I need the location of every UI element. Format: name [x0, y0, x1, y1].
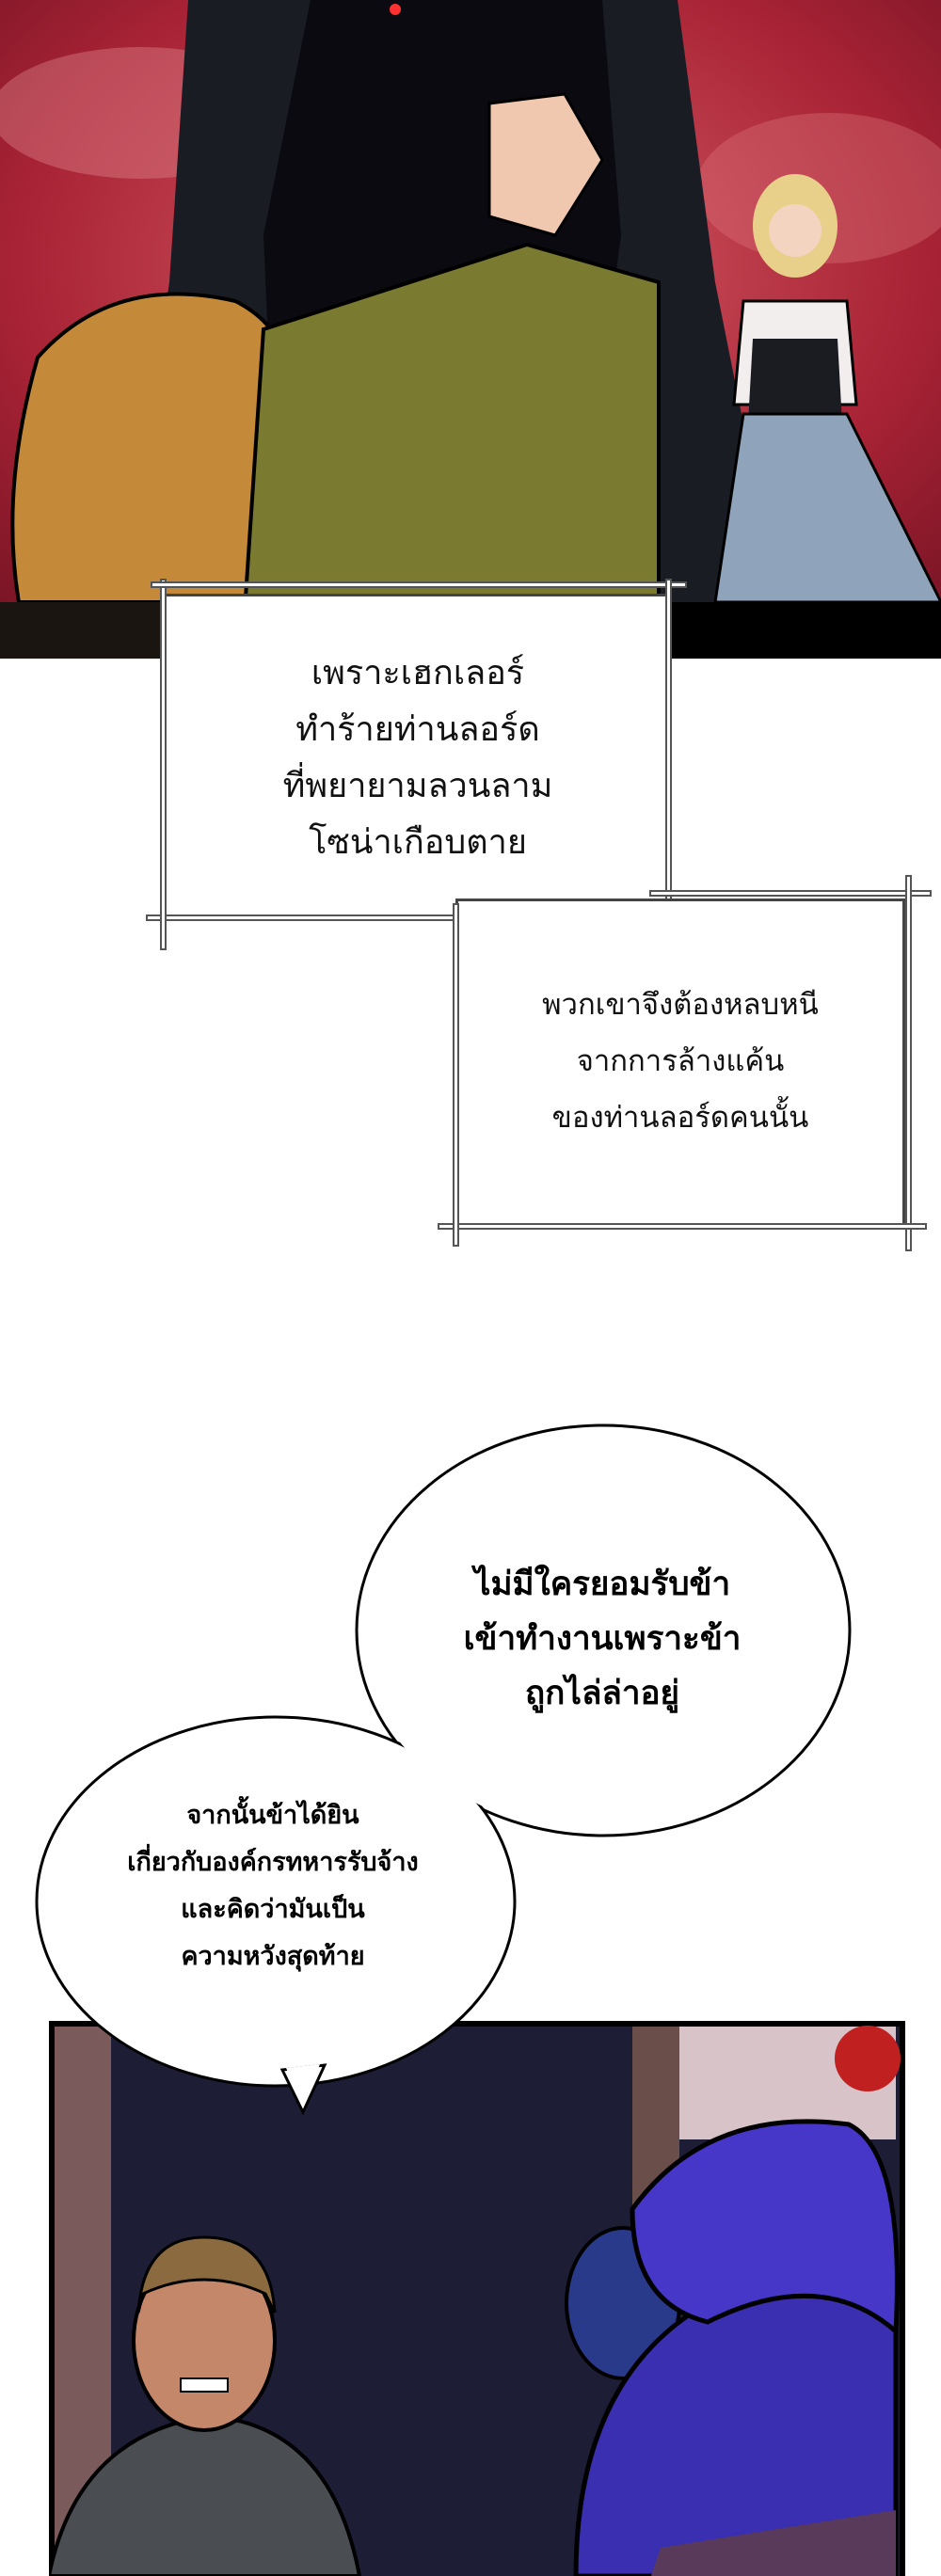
narration-box-2: พวกเขาจึงต้องหลบหนี จากการล้างแค้น ของท่… — [455, 898, 905, 1226]
frame-line — [905, 875, 912, 1251]
caption-line: โซน่าเกือบตาย — [309, 823, 527, 862]
speech-text-right: ไม่มีใครยอมรับข้า เข้าทำงานเพราะข้า ถูกไ… — [395, 1557, 809, 1721]
caption-line: ที่พยายามลวนลาม — [282, 767, 553, 805]
frame-line — [453, 903, 459, 1247]
frame-line — [438, 1223, 927, 1230]
frame-line — [649, 890, 932, 897]
speech-line: ถูกไล่ล่าอยู่ — [524, 1675, 680, 1712]
frame-line — [151, 581, 687, 588]
narration-box-1: เพราะเฮกเลอร์ ทำร้ายท่านลอร์ด ที่พยายามล… — [164, 594, 672, 921]
caption-line: พวกเขาจึงต้องหลบหนี — [542, 988, 819, 1022]
caption-line: ของท่านลอร์ดคนนั้น — [551, 1101, 809, 1135]
caption-line: จากการล้างแค้น — [576, 1044, 785, 1078]
speech-line: และคิดว่ามันเป็น — [181, 1895, 365, 1924]
frame-line — [160, 579, 167, 950]
bottom-comic-panel — [49, 2021, 905, 2576]
top-comic-panel — [0, 0, 941, 659]
speech-line: เข้าทำงานเพราะข้า — [463, 1620, 742, 1658]
caption-line: เพราะเฮกเลอร์ — [311, 654, 525, 692]
speech-line: จากนั้นข้าได้ยิน — [186, 1801, 359, 1830]
speech-line: เกี่ยวกับองค์กรทหารรับจ้าง — [127, 1848, 419, 1877]
caption-line: ทำร้ายท่านลอร์ด — [295, 710, 540, 749]
speech-text-left: จากนั้นข้าได้ยิน เกี่ยวกับองค์กรทหารรับจ… — [56, 1792, 489, 1980]
speech-line: ความหวังสุดท้าย — [181, 1942, 365, 1971]
frame-line — [665, 579, 672, 936]
frame-line — [146, 914, 480, 921]
speech-bubbles — [35, 1423, 852, 2116]
speech-bubble-left — [35, 1715, 517, 2088]
speech-line: ไม่มีใครยอมรับข้า — [473, 1566, 731, 1603]
